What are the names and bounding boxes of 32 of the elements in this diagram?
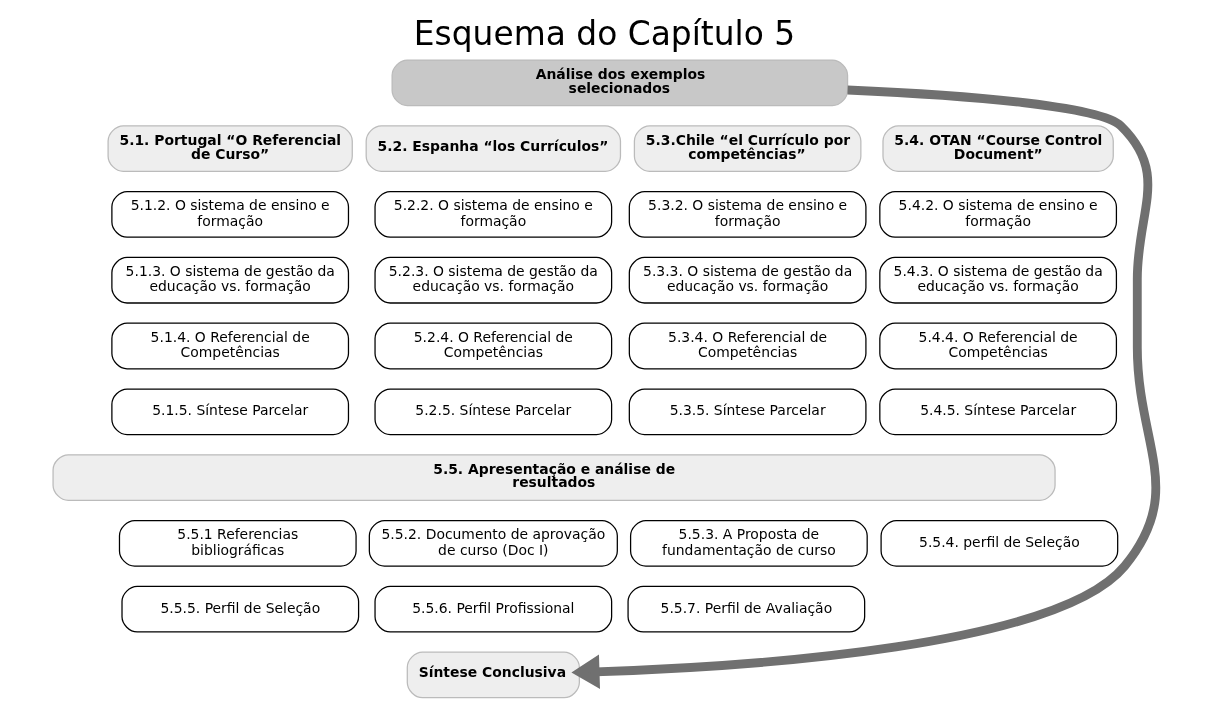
node-box: 5.2.5. Síntese Parcelar: [374, 388, 613, 436]
node-box: 5.3.2. O sistema de ensino e formação: [628, 191, 867, 238]
node-box: 5.4.3. O sistema de gestão da educação vs. formação: [879, 256, 1118, 304]
node-box: 5.4. OTAN “Course Control Document”: [882, 125, 1114, 173]
node-box: 5.1. Portugal “O Referencial de Curso”: [107, 125, 353, 173]
node-box: Análise dos exemplos selecionados: [391, 59, 849, 107]
node-box: 5.4.2. O sistema de ensino e formação: [879, 191, 1118, 238]
node-box: 5.1.2. O sistema de ensino e formação: [111, 191, 350, 238]
node-box: 5.1.4. O Referencial de Competências: [111, 322, 350, 370]
node-box: 5.4.4. O Referencial de Competências: [879, 322, 1118, 370]
node-box: 5.5.3. A Proposta de fundamentação de curso: [629, 519, 868, 567]
arrow: [571, 85, 1160, 689]
node-box: 5.2.2. O sistema de ensino e formação: [374, 191, 613, 238]
node-box: 5.3.4. O Referencial de Competências: [628, 322, 867, 370]
node-box: 5.5.7. Perfil de Avaliação: [627, 585, 866, 633]
node-box: 5.5.5. Perfil de Seleção: [121, 585, 360, 633]
node-box: 5.2. Espanha “los Currículos”: [365, 125, 622, 173]
node-box: 5.3.5. Síntese Parcelar: [628, 388, 867, 436]
node-box: 5.5.2. Documento de aprovação de curso (Doc I): [368, 519, 618, 567]
node-box: 5.2.4. O Referencial de Competências: [374, 322, 613, 370]
node-box: 5.5.4. perfil de Seleção: [880, 519, 1119, 567]
node-box: Síntese Conclusiva: [406, 651, 580, 699]
node-box: 5.4.5. Síntese Parcelar: [879, 388, 1118, 436]
node-box: 5.3.Chile “el Currículo por competências”: [633, 125, 862, 173]
node-box: 5.1.3. O sistema de gestão da educação vs. formação: [111, 256, 350, 304]
node-box: 5.5. Apresentação e análise de resultados: [52, 454, 1056, 501]
node-box: 5.1.5. Síntese Parcelar: [111, 388, 350, 436]
node-box: 5.2.3. O sistema de gestão da educação vs. formação: [374, 256, 613, 304]
node-box: 5.3.3. O sistema de gestão da educação vs. formação: [628, 256, 867, 304]
diagram-title: Esquema do Capítulo 5: [413, 13, 796, 53]
node-box: 5.5.6. Perfil Profissional: [374, 585, 613, 633]
node-box: 5.5.1 Referencias bibliográficas: [118, 519, 357, 567]
